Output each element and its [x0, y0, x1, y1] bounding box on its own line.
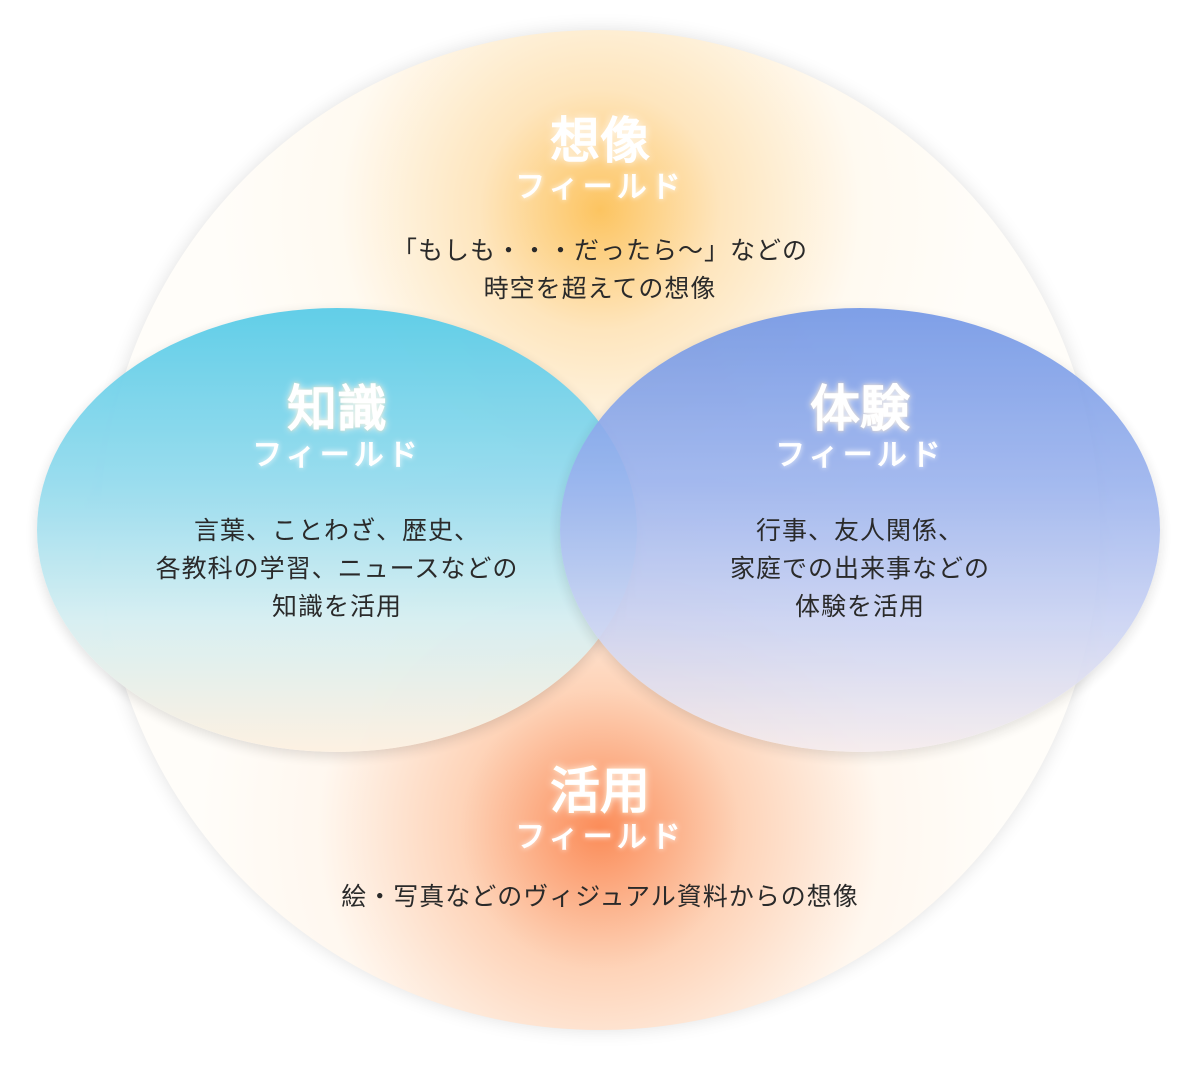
- field-description: 行事、友人関係、 家庭での出来事などの 体験を活用: [730, 512, 990, 626]
- desc-line: 「もしも・・・だったら〜」などの: [391, 236, 809, 265]
- field-description: 絵・写真などのヴィジュアル資料からの想像: [341, 878, 859, 916]
- knowledge-field: 知識 フィールド 言葉、ことわざ、歴史、 各教科の学習、ニュースなどの 知識を活…: [156, 380, 519, 626]
- field-subtitle: フィールド: [515, 820, 685, 855]
- field-description: 「もしも・・・だったら〜」などの 時空を超えての想像: [392, 232, 808, 308]
- experience-ellipse: [560, 308, 1160, 752]
- field-description: 言葉、ことわざ、歴史、 各教科の学習、ニュースなどの 知識を活用: [156, 512, 519, 626]
- desc-line: 各教科の学習、ニュースなどの: [155, 554, 519, 583]
- desc-line: 行事、友人関係、: [755, 516, 965, 545]
- desc-line: 体験を活用: [794, 592, 926, 621]
- desc-line: 知識を活用: [271, 592, 403, 621]
- experience-field: 体験 フィールド 行事、友人関係、 家庭での出来事などの 体験を活用: [730, 380, 990, 626]
- field-title: 体験: [809, 380, 910, 438]
- application-field: 活用 フィールド 絵・写真などのヴィジュアル資料からの想像: [341, 762, 859, 916]
- desc-line: 言葉、ことわざ、歴史、: [193, 516, 481, 545]
- desc-line: 時空を超えての想像: [483, 274, 717, 303]
- field-title: 活用: [549, 762, 650, 820]
- field-subtitle: フィールド: [515, 170, 685, 205]
- desc-line: 絵・写真などのヴィジュアル資料からの想像: [341, 882, 859, 911]
- imagination-field: 想像 フィールド 「もしも・・・だったら〜」などの 時空を超えての想像: [392, 112, 808, 308]
- field-subtitle: フィールド: [252, 438, 422, 473]
- field-subtitle: フィールド: [775, 438, 945, 473]
- desc-line: 家庭での出来事などの: [729, 554, 991, 583]
- knowledge-ellipse: [37, 308, 637, 752]
- field-title: 知識: [286, 380, 387, 438]
- field-title: 想像: [549, 112, 650, 170]
